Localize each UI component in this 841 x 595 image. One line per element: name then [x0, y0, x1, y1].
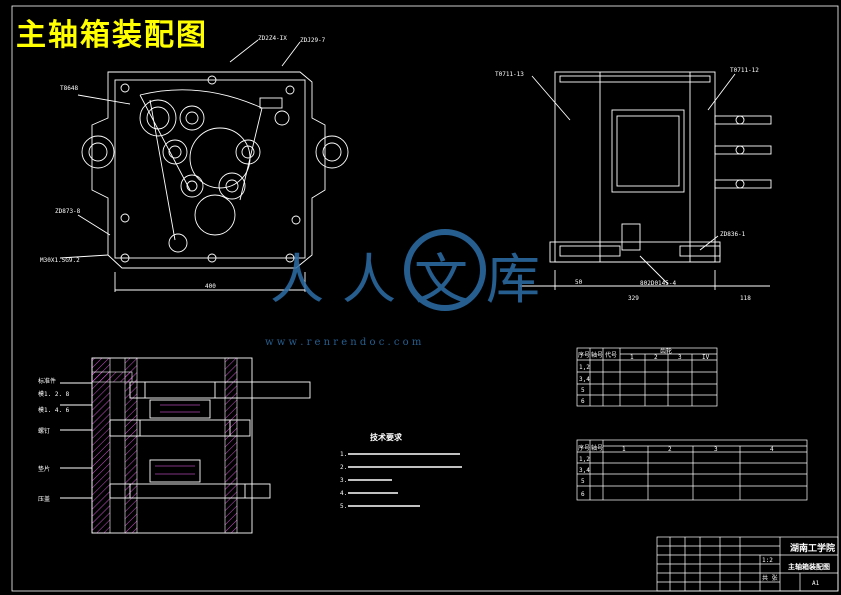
section-view	[60, 357, 311, 534]
table2-r2: 3,4	[579, 467, 590, 474]
front-view-labels: ZD2Z4-IX ZDJ29-7 T8648 ZD873-8 M30X1.5G9…	[40, 35, 326, 290]
table2-r4: 6	[581, 491, 585, 498]
dim-50: 50	[575, 279, 583, 286]
table1-c1: 1	[630, 354, 634, 361]
table2-c3: 3	[714, 446, 718, 453]
sheet-count: 共 张	[762, 574, 778, 582]
tech-req-item-2: 2.	[340, 464, 347, 471]
tech-req-heading: 技术要求	[370, 432, 403, 442]
tech-requirements: 技术要求 1. 2. 3. 4. 5.	[340, 432, 462, 510]
label-t8648: T8648	[60, 85, 78, 92]
scale: 1:2	[762, 557, 773, 564]
section-label-2: 模1. 2. 8	[38, 390, 70, 398]
label-t0711-12: T0711-12	[730, 67, 759, 74]
gear-table-2-text: 序号 轴号 1 2 3 4 1,2 3,4 5 6	[578, 444, 774, 498]
table1-r1: 1,2	[579, 364, 590, 371]
title-block-text: 湖南工学院 主轴箱装配图 A1 1:2 共 张	[762, 542, 835, 587]
page-title: 主轴箱装配图	[16, 18, 208, 53]
table1-r2: 3,4	[579, 376, 590, 383]
table2-r1: 1,2	[579, 456, 590, 463]
label-t0711-13: T0711-13	[495, 71, 524, 78]
label-zdj29: ZDJ29-7	[300, 37, 326, 44]
front-view	[59, 39, 349, 292]
title-block	[656, 536, 839, 592]
table1-r4: 6	[581, 398, 585, 405]
side-view-labels: T0711-13 T0711-12 ZD836-1 802D0145-4 50 …	[495, 67, 759, 302]
label-zd836: ZD836-1	[720, 231, 746, 238]
table1-h3: 代号	[605, 351, 617, 359]
gear-table-1-text: 序号 轴号 代号 齿轮 1 2 3 IV 1,2 3,4 5 6	[578, 347, 710, 405]
dim-400: 400	[205, 283, 216, 290]
dim-329: 329	[628, 295, 639, 302]
sheet-size: A1	[812, 580, 820, 587]
side-view	[520, 71, 772, 290]
watermark: 人人文库 w w w . r e n r e n d o c . c o m	[265, 229, 558, 348]
table1-c2: 2	[654, 354, 658, 361]
tech-req-item-5: 5.	[340, 503, 347, 510]
tech-req-item-4: 4.	[340, 490, 347, 497]
table2-r3: 5	[581, 478, 585, 485]
table1-r3: 5	[581, 387, 585, 394]
section-label-5: 垫片	[38, 465, 50, 473]
label-zd2z4: ZD2Z4-IX	[258, 35, 287, 42]
section-label-1: 标准件	[38, 377, 56, 385]
watermark-url: w w w . r e n r e n d o c . c o m	[265, 337, 422, 348]
tech-req-item-1: 1.	[340, 451, 347, 458]
section-label-4: 螺钉	[38, 427, 50, 435]
label-m30: M30X1.5G9.2	[40, 257, 80, 264]
company-name: 湖南工学院	[790, 542, 835, 554]
watermark-text: 人人文库	[270, 248, 558, 311]
table1-c4: IV	[702, 354, 710, 361]
gear-table-2	[576, 439, 808, 501]
watermark-logo-icon	[404, 229, 486, 311]
table2-c2: 2	[668, 446, 672, 453]
section-label-6: 压盖	[38, 495, 50, 503]
label-zd873: ZD873-8	[55, 208, 81, 215]
table1-c3: 3	[678, 354, 682, 361]
drawing-name: 主轴箱装配图	[788, 562, 830, 571]
dim-118: 118	[740, 295, 751, 302]
table2-h1: 序号	[578, 444, 590, 452]
table2-c1: 1	[622, 446, 626, 453]
table2-h2: 轴号	[591, 444, 603, 452]
table1-h4: 齿轮	[660, 347, 672, 355]
label-802d: 802D0145-4	[640, 280, 677, 287]
sheet-border	[11, 5, 839, 592]
section-labels: 标准件 模1. 2. 8 模1. 4. 6 螺钉 垫片 压盖	[38, 377, 70, 503]
table1-h2: 轴号	[591, 351, 603, 359]
section-label-3: 模1. 4. 6	[38, 406, 70, 414]
tech-req-item-3: 3.	[340, 477, 347, 484]
table1-h1: 序号	[578, 351, 590, 359]
table2-c4: 4	[770, 446, 774, 453]
gear-table-1	[576, 347, 718, 407]
